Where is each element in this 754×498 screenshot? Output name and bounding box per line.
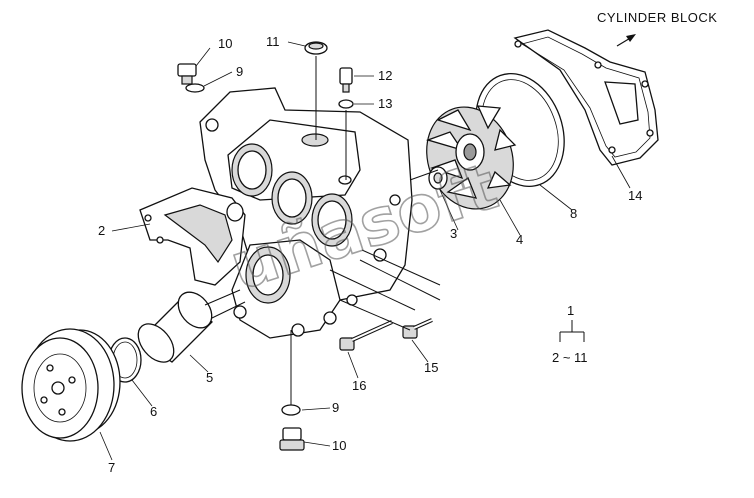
- callout-7: 7: [108, 460, 115, 475]
- callout-16: 16: [352, 378, 366, 393]
- callout-3: 3: [450, 226, 457, 241]
- bolt-part-16: [339, 320, 393, 351]
- callout-8: 8: [570, 206, 577, 221]
- fitting-part-12: [339, 67, 353, 93]
- pulley-part-7: [21, 328, 121, 442]
- pump-housing: [199, 87, 413, 339]
- callout-6: 6: [150, 404, 157, 419]
- callout-10-top: 10: [218, 36, 232, 51]
- gasket-part-14: [513, 29, 659, 166]
- callout-15: 15: [424, 360, 438, 375]
- seal-part-3: [428, 166, 448, 190]
- washer-part-13: [338, 99, 354, 109]
- inlet-elbow-part-2: [139, 187, 246, 286]
- callout-4: 4: [516, 232, 523, 247]
- assembly-number: 1: [567, 303, 574, 318]
- callout-5: 5: [206, 370, 213, 385]
- direction-arrow-icon: [616, 34, 636, 47]
- cylinder-block-label: CYLINDER BLOCK: [597, 10, 717, 25]
- bearing-shaft-part-5: [137, 289, 246, 363]
- callout-11: 11: [266, 34, 280, 49]
- plug-part-10-top: [177, 63, 197, 85]
- plug-part-10-bottom: [279, 427, 305, 451]
- callout-9-bottom: 9: [332, 400, 339, 415]
- washer-part-9-top: [185, 83, 205, 93]
- callout-14: 14: [628, 188, 642, 203]
- washer-part-9-bottom: [281, 404, 301, 416]
- leader-lines: [99, 41, 631, 461]
- callout-2: 2: [98, 223, 105, 238]
- assembly-legend: 1 2 ~ 11: [552, 303, 588, 365]
- callout-12: 12: [378, 68, 392, 83]
- plug-part-11: [304, 41, 328, 55]
- callout-9-top: 9: [236, 64, 243, 79]
- callout-10-bottom: 10: [332, 438, 346, 453]
- callout-13: 13: [378, 96, 392, 111]
- assembly-range: 2 ~ 11: [552, 350, 588, 365]
- impeller-part-4: [425, 105, 517, 210]
